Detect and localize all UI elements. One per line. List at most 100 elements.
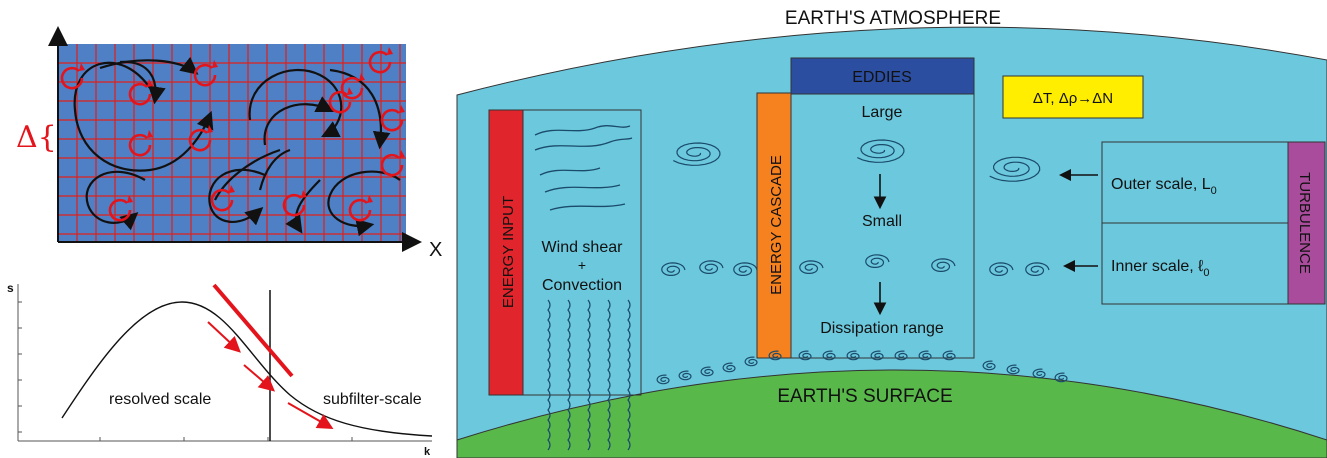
surface-label: EARTH'S SURFACE (777, 386, 952, 407)
red-eddy-arrowhead (399, 105, 405, 113)
eddy-swirl (870, 350, 884, 361)
eddy-swirl (857, 139, 905, 163)
atmosphere-sky (456, 26, 1327, 458)
subfilter-scale-label: subfilter-scale (323, 391, 422, 408)
eddy-swirl (744, 356, 758, 367)
red-eddy-arrowhead (359, 73, 365, 81)
eddy-swirl (700, 366, 714, 377)
convection-wave (587, 299, 591, 451)
eddy-swirl (656, 374, 670, 385)
red-eddy (210, 188, 234, 212)
spectrum-x-label: k (424, 446, 431, 458)
x-axis-label: X (429, 239, 442, 261)
delta-box-label: ΔT, Δρ→ΔN (1033, 90, 1113, 107)
red-eddy (128, 133, 152, 157)
red-eddy (328, 90, 352, 114)
red-eddy-arrowhead (147, 79, 153, 87)
red-eddy (188, 128, 212, 152)
spectrum-panel: s k resolved scale subfilter-scale (7, 281, 433, 458)
eddy-swirl (918, 350, 932, 361)
red-eddy-arrowhead (301, 190, 307, 198)
eddy-swirl (799, 260, 824, 274)
eddy-swirl (768, 350, 782, 361)
spectrum-ticks (18, 301, 353, 441)
convection-wave (607, 299, 611, 451)
energy-cascade-label: ENERGY CASCADE (768, 155, 785, 295)
dissipation-label: Dissipation range (820, 320, 944, 337)
spectrum-y-label: s (7, 281, 14, 295)
eddy-swirl (699, 260, 724, 274)
cascade-arrows (207, 321, 334, 429)
red-eddy (380, 108, 404, 132)
cascade-slope-line (212, 283, 294, 378)
red-eddy-arrowhead (229, 185, 235, 193)
convection-waves (547, 299, 631, 451)
atmosphere-title: EARTH'S ATMOSPHERE (785, 8, 1001, 29)
red-eddy-arrowhead (399, 150, 405, 158)
red-eddy-arrowhead (367, 195, 373, 203)
eddy-swirls (656, 139, 1068, 385)
red-eddy (380, 153, 404, 177)
large-eddies (73, 56, 401, 237)
eddy-swirl (846, 350, 860, 361)
earth-ground (456, 369, 1327, 458)
wind-shear-streaks (534, 125, 633, 211)
large-label: Large (862, 104, 903, 121)
red-eddy-arrowhead (147, 130, 153, 138)
eddy-swirl (733, 262, 758, 276)
energy-input-box (522, 109, 642, 396)
energy-cascade-bar (756, 92, 792, 359)
eddy-swirl (982, 360, 996, 371)
red-eddy-arrowhead (127, 195, 133, 203)
atmosphere-panel: EARTH'S ATMOSPHERE EARTH'S SURFACE ENERG… (456, 8, 1327, 458)
convection-wave (627, 299, 631, 451)
filter-grid-lines (58, 44, 406, 242)
red-eddy (340, 76, 364, 100)
red-eddy-arrowhead (207, 125, 213, 133)
eddies-header-box (790, 57, 975, 95)
convection-wave (567, 299, 571, 451)
eddy-swirl (989, 262, 1014, 276)
plus-label: + (578, 257, 586, 273)
grid-background (58, 44, 406, 242)
small-label: Small (862, 213, 902, 230)
energy-input-label: ENERGY INPUT (500, 196, 517, 308)
red-eddy-arrowhead (387, 47, 393, 55)
eddy-swirl (1054, 372, 1068, 383)
turbulence-label: TURBULENCE (1296, 172, 1313, 274)
red-eddy (348, 198, 372, 222)
outer-scale-label: Outer scale, L0 (1111, 176, 1217, 197)
red-eddy (282, 193, 306, 217)
energy-spectrum-curve (61, 301, 433, 437)
red-eddy (60, 66, 84, 90)
eddy-swirl (798, 350, 812, 361)
red-eddy (193, 63, 217, 87)
eddy-swirl (894, 350, 908, 361)
energy-input-bar (488, 109, 524, 396)
eddy-swirl (989, 156, 1041, 182)
red-eddy-arrowhead (79, 63, 85, 71)
eddy-swirl (931, 258, 956, 272)
eddy-swirl (1025, 262, 1050, 276)
turbulence-bar (1287, 141, 1326, 305)
delta-label: Δ{ (16, 120, 57, 155)
eddy-swirl (661, 262, 686, 276)
eddy-swirl (865, 254, 890, 268)
eddy-swirl (678, 370, 692, 381)
red-eddy-arrowhead (347, 87, 353, 95)
red-eddy (368, 50, 392, 74)
red-eddy (128, 82, 152, 106)
eddy-swirl (942, 350, 956, 361)
resolved-scale-label: resolved scale (109, 391, 211, 408)
wind-shear-label: Wind shear (542, 239, 624, 256)
grid-panel: X Δ{ (16, 26, 442, 261)
convection-label: Convection (542, 277, 622, 294)
red-eddy-arrowhead (212, 60, 218, 68)
delta-box (1002, 75, 1144, 119)
eddy-swirl (1032, 368, 1046, 379)
convection-wave (547, 299, 551, 451)
eddy-swirl (673, 142, 721, 166)
red-eddy (108, 198, 132, 222)
eddy-swirl (722, 362, 736, 373)
